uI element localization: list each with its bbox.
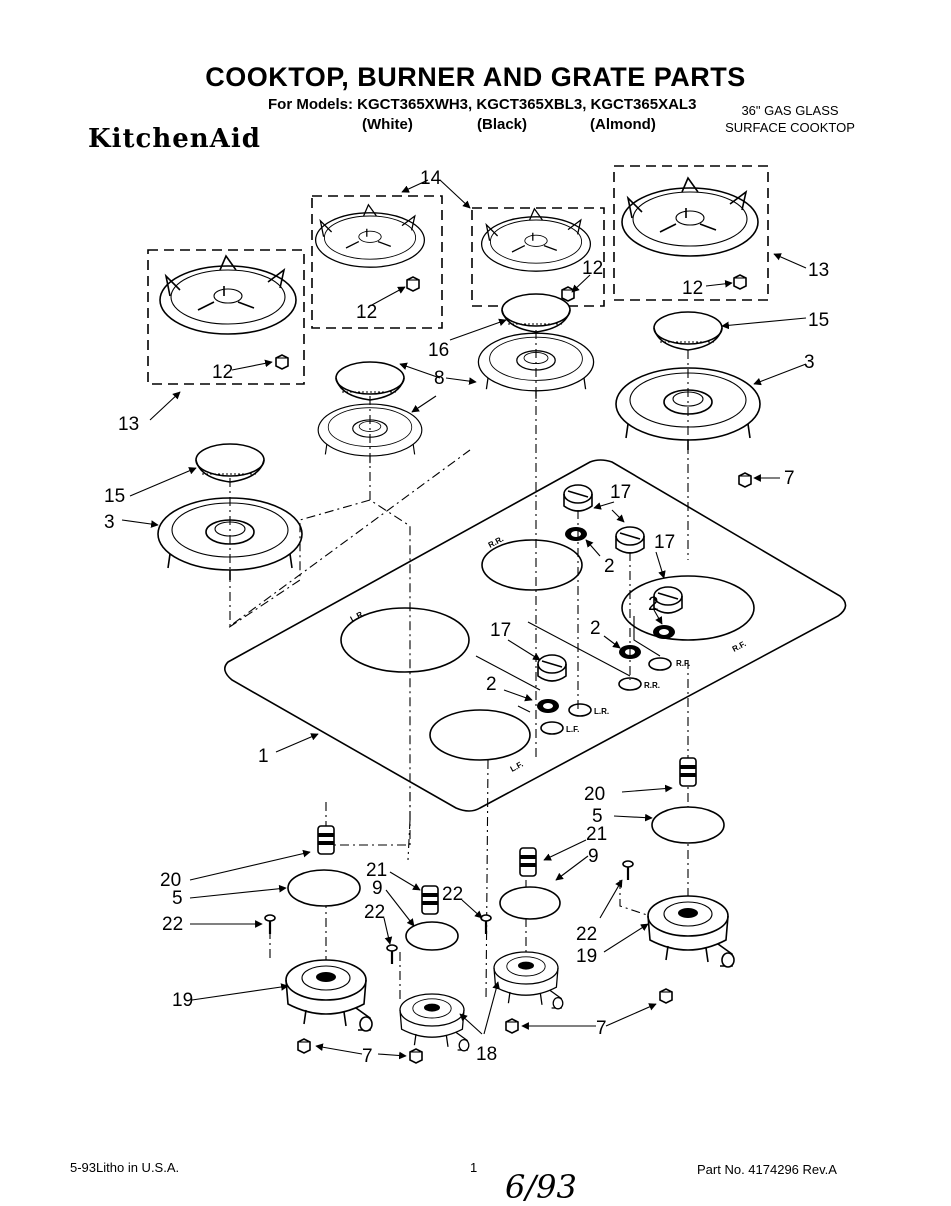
orifice-center-left	[420, 884, 440, 916]
nut-1	[297, 1038, 311, 1054]
callout-9-a: 9	[588, 846, 599, 867]
leader-lines	[121, 179, 807, 1060]
callout-2-c: 2	[590, 618, 601, 639]
callout-2-a: 2	[604, 556, 615, 577]
callout-1: 1	[258, 746, 269, 767]
mark-rf-knob: R.F.	[676, 659, 690, 668]
page-number: 1	[470, 1160, 478, 1175]
page-title: COOKTOP, BURNER AND GRATE PARTS	[205, 62, 746, 92]
callout-22-a: 22	[162, 914, 183, 935]
callout-19-a: 19	[576, 946, 597, 967]
part-number: Part No. 4174296 Rev.A	[697, 1162, 837, 1177]
model-numbers: For Models: KGCT365XWH3, KGCT365XBL3, KG…	[268, 96, 697, 113]
mark-lf-knob: L.F.	[566, 725, 579, 734]
gasket-center	[499, 886, 561, 920]
nut-right	[738, 472, 752, 488]
screw-1	[263, 913, 277, 936]
callout-3-a: 3	[804, 352, 815, 373]
callout-21-b: 21	[366, 860, 387, 881]
glass-cooktop	[224, 459, 847, 812]
grate-box-left-rear	[147, 249, 305, 385]
bezel-4	[537, 699, 559, 713]
gasket-center-left	[405, 921, 459, 951]
nut-3	[505, 1018, 519, 1034]
callout-3-b: 3	[104, 512, 115, 533]
burner-base-left	[285, 959, 373, 1032]
burner-cap-small-left	[335, 361, 405, 401]
burner-base-center-left	[399, 993, 470, 1052]
callout-17-a: 17	[610, 482, 631, 503]
callout-12-b: 12	[356, 302, 377, 323]
color-black-label: (Black)	[477, 116, 528, 133]
callout-13-a: 13	[808, 260, 829, 281]
color-almond-label: (Almond)	[590, 116, 656, 133]
callout-18: 18	[476, 1044, 497, 1065]
screw-2	[385, 943, 399, 966]
grate-box-right-center	[471, 207, 605, 307]
callout-2-b: 2	[648, 594, 659, 615]
callout-15-b: 15	[104, 486, 125, 507]
burner-base-center	[493, 951, 564, 1010]
litho-note: 5-93Litho in U.S.A.	[70, 1160, 180, 1175]
callout-7-a: 7	[784, 468, 795, 489]
orifice-center	[518, 846, 538, 878]
screw-3	[479, 913, 493, 936]
callout-20-a: 20	[584, 784, 605, 805]
mark-rr-knob: R.R.	[644, 681, 660, 690]
callout-16: 16	[428, 340, 449, 361]
callout-7-b: 7	[596, 1018, 607, 1039]
callout-12-d: 12	[682, 278, 703, 299]
callout-22-b: 22	[364, 902, 385, 923]
callout-7-c: 7	[362, 1046, 373, 1067]
burner-cap-large-left	[195, 443, 265, 483]
callout-2-d: 2	[486, 674, 497, 695]
gasket-left	[287, 869, 361, 907]
orifice-left	[316, 824, 336, 856]
callout-13-b: 13	[118, 414, 139, 435]
burner-cap-large-right	[653, 311, 723, 351]
mark-lr-knob: L.R.	[594, 707, 609, 716]
burner-base-right	[647, 895, 735, 968]
callout-17-c: 17	[490, 620, 511, 641]
handwritten-date: 6/93	[505, 1168, 577, 1206]
callout-9-b: 9	[372, 878, 383, 899]
callout-5-b: 5	[172, 888, 183, 909]
callout-22-c: 22	[442, 884, 463, 905]
bezel-3	[653, 625, 675, 639]
screw-4	[621, 859, 635, 882]
callout-12-c: 12	[582, 258, 603, 279]
callout-22-d: 22	[576, 924, 597, 945]
callout-8: 8	[434, 368, 445, 389]
nut-2	[409, 1048, 423, 1064]
callout-20-b: 20	[160, 870, 181, 891]
callout-labels: 14 12 12 12 12 13 13 15 15 3 3 16 8 7 17…	[104, 168, 829, 1067]
color-white-label: (White)	[362, 116, 413, 133]
callout-19-b: 19	[172, 990, 193, 1011]
callout-14: 14	[420, 168, 442, 189]
callout-12-a: 12	[212, 362, 233, 383]
callout-21-a: 21	[586, 824, 607, 845]
product-line-1: 36" GAS GLASS	[741, 103, 839, 118]
callout-5-a: 5	[592, 806, 603, 827]
brand-logo: KitchenAid	[88, 124, 261, 154]
burner-cap-small-right	[501, 293, 571, 333]
callout-15-a: 15	[808, 310, 829, 331]
bezel-1	[565, 527, 587, 541]
callout-17-b: 17	[654, 532, 675, 553]
product-description: 36" GAS GLASS SURFACE COOKTOP	[720, 102, 860, 136]
product-line-2: SURFACE COOKTOP	[725, 120, 855, 135]
gasket-right	[651, 806, 725, 844]
grate-box-left-front-center	[311, 195, 443, 329]
position-marks: L.R. R.R. R.F. L.F. L.R. L.F. R.R. R.F.	[349, 534, 748, 773]
orifice-right	[678, 756, 698, 788]
nut-4	[659, 988, 673, 1004]
